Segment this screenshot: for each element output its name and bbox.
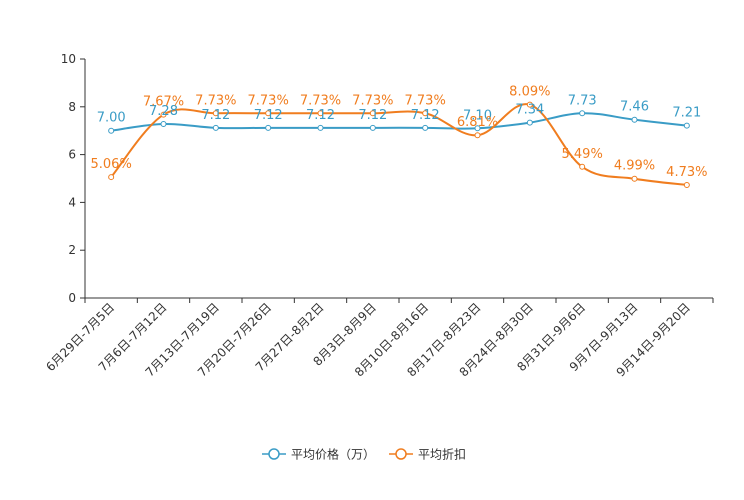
- data-label: 7.21: [672, 106, 701, 121]
- data-label: 6.81%: [457, 115, 498, 130]
- data-point[interactable]: [108, 127, 115, 134]
- data-point[interactable]: [108, 174, 115, 181]
- data-point[interactable]: [631, 116, 638, 123]
- data-point[interactable]: [474, 125, 481, 132]
- data-label: 7.73: [568, 93, 597, 108]
- data-point[interactable]: [683, 181, 690, 188]
- data-point[interactable]: [422, 124, 429, 131]
- data-label: 5.06%: [91, 157, 132, 172]
- data-point[interactable]: [369, 124, 376, 131]
- data-point[interactable]: [212, 110, 219, 117]
- series-points: [108, 101, 690, 188]
- data-label: 7.12: [358, 108, 387, 123]
- data-label: 7.73%: [300, 93, 341, 108]
- data-point[interactable]: [160, 121, 167, 128]
- data-point[interactable]: [212, 124, 219, 131]
- data-label: 7.46: [620, 100, 649, 115]
- data-label: 7.12: [254, 108, 283, 123]
- series-lines: [110, 103, 687, 186]
- legend-circle-icon: [395, 448, 407, 460]
- data-point[interactable]: [631, 175, 638, 182]
- data-point[interactable]: [683, 122, 690, 129]
- data-label: 7.73%: [405, 93, 446, 108]
- y-tick-label: 0: [68, 291, 76, 305]
- data-label: 7.73%: [352, 93, 393, 108]
- data-point[interactable]: [369, 110, 376, 117]
- data-point[interactable]: [265, 124, 272, 131]
- data-label: 5.49%: [562, 147, 603, 162]
- data-point[interactable]: [160, 111, 167, 118]
- data-label: 7.12: [201, 108, 230, 123]
- legend[interactable]: 平均价格（万） 平均折扣: [262, 447, 466, 462]
- data-point[interactable]: [265, 110, 272, 117]
- series-line-1: [110, 103, 687, 186]
- y-tick-label: 2: [68, 243, 76, 257]
- data-point[interactable]: [579, 163, 586, 170]
- y-tick-label: 4: [68, 195, 76, 209]
- series-line-0: [111, 112, 687, 132]
- data-label: 7.10: [463, 108, 492, 123]
- data-label: 7.67%: [143, 95, 184, 110]
- data-point[interactable]: [317, 110, 324, 117]
- legend-label: 平均折扣: [418, 447, 466, 462]
- data-label: 7.73%: [195, 93, 236, 108]
- data-point[interactable]: [317, 124, 324, 131]
- data-label: 7.34: [515, 103, 544, 118]
- legend-item-0[interactable]: 平均价格（万）: [262, 447, 375, 462]
- data-label: 7.28: [149, 104, 178, 119]
- data-label: 4.73%: [666, 165, 707, 180]
- y-tick-label: 10: [61, 52, 76, 66]
- data-label: 7.12: [306, 108, 335, 123]
- data-labels: 7.00 7.28 7.12 7.12 7.12 7.12 7.12 7.10 7.34 7.73…: [91, 85, 708, 180]
- data-point[interactable]: [526, 101, 533, 108]
- data-label: 7.00: [97, 111, 126, 126]
- data-label: 4.99%: [614, 159, 655, 174]
- data-label: 7.12: [411, 108, 440, 123]
- y-tick-label: 6: [68, 148, 76, 162]
- data-label: 7.73%: [248, 93, 289, 108]
- y-tick-label: 8: [68, 100, 76, 114]
- legend-label: 平均价格（万）: [291, 447, 375, 462]
- data-point[interactable]: [474, 132, 481, 139]
- data-point[interactable]: [526, 119, 533, 126]
- data-point[interactable]: [422, 110, 429, 117]
- legend-circle-icon: [268, 448, 280, 460]
- data-label: 8.09%: [509, 85, 550, 100]
- legend-item-1[interactable]: 平均折扣: [389, 447, 466, 462]
- data-point[interactable]: [579, 110, 586, 117]
